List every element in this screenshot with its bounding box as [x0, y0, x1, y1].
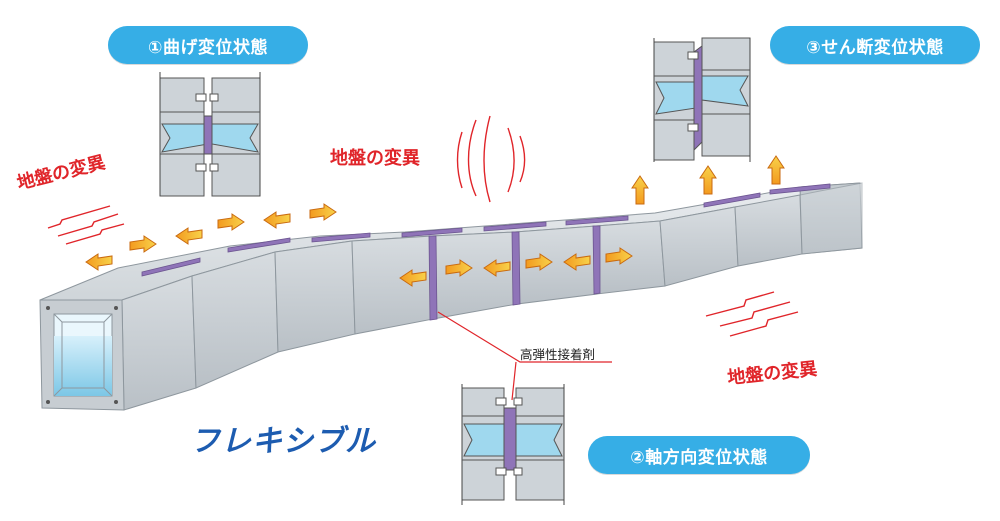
arrow-right-icon [217, 213, 245, 231]
detail-bending [159, 72, 261, 197]
flexible-joints [141, 183, 831, 321]
segment-8 [659, 206, 739, 287]
ground-motion-lines [47, 115, 799, 337]
detail-axial [461, 384, 565, 505]
arrow-right-icon [525, 253, 553, 271]
arrow-right-icon [605, 247, 633, 265]
segment-9 [734, 194, 803, 267]
arrow-left-icon [263, 211, 291, 229]
arrow-left-icon [563, 253, 591, 271]
arrow-up-icon [699, 165, 717, 195]
arrow-left-icon [175, 227, 203, 245]
arrow-right-icon [129, 235, 157, 253]
arrow-right-icon [309, 203, 337, 221]
adhesive-label: 高弾性接着剤 [520, 347, 596, 362]
shear-displacement-label: ③せん断変位状態 [770, 26, 980, 64]
box-culvert-row [39, 182, 863, 411]
segment-4 [351, 235, 434, 335]
segment-5 [431, 231, 518, 320]
segment-2 [191, 251, 279, 389]
detail-shear [653, 37, 751, 162]
arrow-left-icon [85, 253, 113, 271]
arrow-right-icon [445, 259, 473, 277]
arrow-up-icon [767, 155, 785, 185]
arrow-up-icon [631, 175, 649, 205]
segment-1 [121, 275, 197, 411]
flexible-label: フレキシブル [190, 424, 376, 459]
duct-open-end [39, 299, 125, 411]
adhesive-callout [437, 311, 612, 401]
arrow-left-icon [399, 269, 427, 287]
segment-3 [274, 240, 356, 353]
displacement-arrows [85, 155, 785, 287]
arrow-left-icon [483, 259, 511, 277]
bending-displacement-label: ①曲げ変位状態 [108, 26, 308, 64]
ground-displacement-text-2: 地盤の変異 [330, 148, 420, 169]
axial-displacement-label: ②軸方向変位状態 [588, 436, 810, 474]
segment-10 [799, 182, 863, 255]
